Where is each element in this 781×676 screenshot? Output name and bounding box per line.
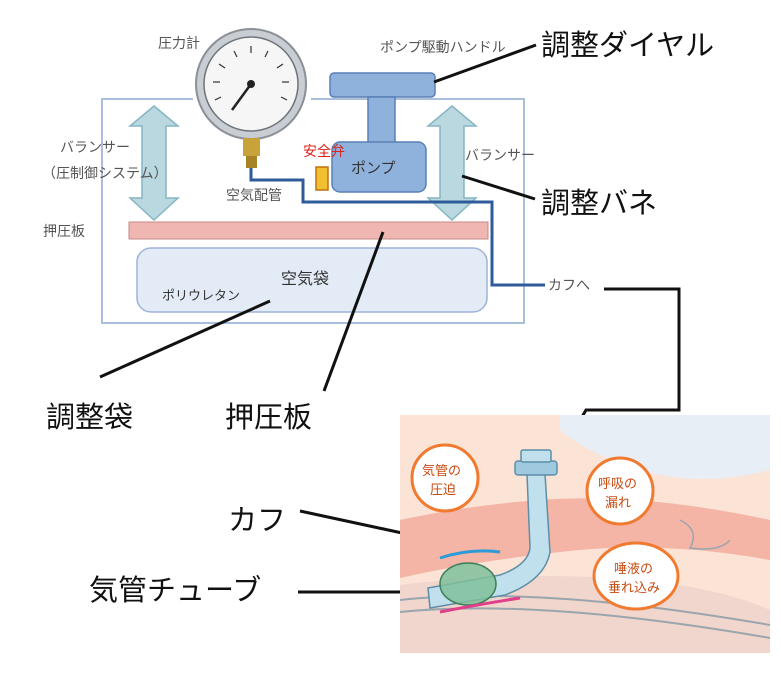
polyurethane-label: ポリウレタン <box>162 289 240 304</box>
press-plate-small-label: 押圧板 <box>43 224 85 240</box>
svg-text:漏れ: 漏れ <box>605 495 631 511</box>
tracheal-tube-label: 気管チューブ <box>89 573 261 607</box>
pump-shaft <box>367 96 396 144</box>
to-cuff-label: カフへ <box>548 278 590 294</box>
press-plate-large-label: 押圧板 <box>225 400 312 434</box>
svg-text:垂れ込み: 垂れ込み <box>608 581 660 596</box>
safety-valve-label: 安全弁 <box>303 143 345 160</box>
cuff-label: カフ <box>228 503 286 537</box>
tracheal-tube-illustration <box>427 449 558 609</box>
balancer-left-sublabel: （圧制御システム） <box>42 166 168 182</box>
pump-handle-bar <box>329 72 436 98</box>
balancer-right-arrow <box>425 105 479 222</box>
pressure-gauge-label: 圧力計 <box>158 36 200 52</box>
air-bag <box>136 247 488 313</box>
air-bag-label: 空気袋 <box>281 269 329 288</box>
adjust-bag-label: 調整袋 <box>46 400 133 434</box>
safety-valve <box>315 166 329 191</box>
pump-body <box>331 141 427 193</box>
breath-leak-bubble: 呼吸の 漏れ <box>585 456 655 526</box>
balancer-left-label: バランサー <box>60 140 130 156</box>
saliva-bubble: 唾液の 垂れ込み <box>592 541 680 611</box>
svg-text:唾液の: 唾液の <box>614 562 653 577</box>
svg-text:気管の: 気管の <box>422 463 461 479</box>
adjust-spring-label: 調整バネ <box>541 186 657 220</box>
press-plate <box>128 221 489 240</box>
balancer-left-arrow <box>127 105 181 222</box>
air-pipe <box>249 168 545 287</box>
pump-handle-label: ポンプ駆動ハンドル <box>380 40 506 56</box>
svg-text:圧迫: 圧迫 <box>430 483 456 498</box>
balancer-right-label: バランサー <box>465 148 535 164</box>
pressure-gauge-icon <box>193 25 311 168</box>
cuff-illustration <box>439 562 497 606</box>
pump-label: ポンプ <box>351 159 396 177</box>
trachea-compression-bubble: 気管の 圧迫 <box>410 443 480 513</box>
svg-text:呼吸の: 呼吸の <box>598 477 637 492</box>
air-pipe-label: 空気配管 <box>226 188 282 204</box>
breath-flow-arrow <box>439 549 501 560</box>
saliva-flow-arrow <box>439 596 521 614</box>
adjust-dial-label: 調整ダイヤル <box>541 28 714 62</box>
